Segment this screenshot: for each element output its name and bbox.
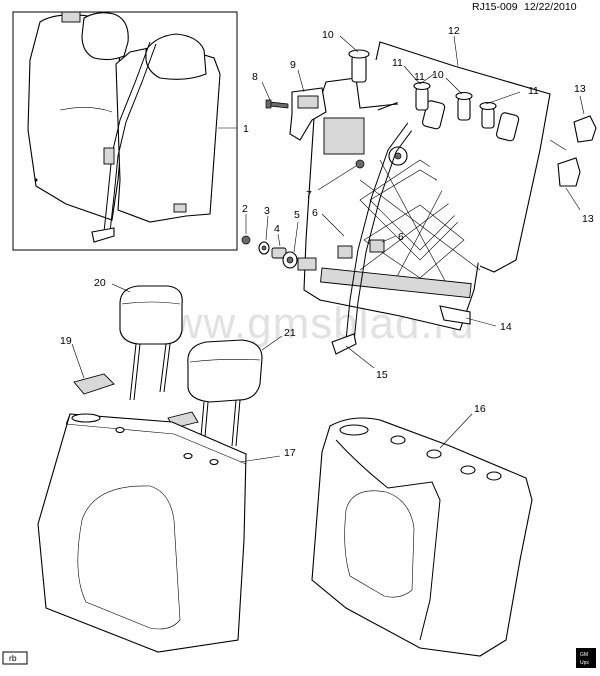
callout-4: 4 <box>274 223 280 235</box>
headrest-guide-11b <box>481 107 495 129</box>
belt-guide-right <box>369 239 385 253</box>
callout-11b: 11 <box>528 85 539 97</box>
headrest-guide-10b <box>457 97 471 121</box>
headrest-guide-10a <box>351 55 367 83</box>
callout-13b: 13 <box>582 213 594 225</box>
corner-tag: rb <box>9 653 17 663</box>
callout-15: 15 <box>376 369 388 381</box>
headrests: 20 21 <box>94 277 296 449</box>
inset-frame <box>12 11 238 251</box>
diagram-date: 12/22/2010 <box>524 1 577 13</box>
callout-10b: 10 <box>432 69 444 81</box>
bolt-8 <box>269 101 289 109</box>
callout-16: 16 <box>474 403 486 415</box>
headrest-20 <box>119 285 183 345</box>
callout-6b: 6 <box>398 231 404 243</box>
seat-belt-anchor <box>331 333 357 355</box>
inset-seat-belt <box>103 41 151 233</box>
callout-17: 17 <box>284 447 296 459</box>
svg-text:GM: GM <box>580 652 588 658</box>
bolt-2 <box>241 235 251 245</box>
callout-9: 9 <box>290 59 296 71</box>
callout-7: 7 <box>306 189 312 201</box>
callout-13a: 13 <box>574 83 586 95</box>
headrest-21 <box>187 339 263 403</box>
trim-clips: 13 13 <box>549 83 597 225</box>
frame-bolt <box>355 159 365 169</box>
gm-upx-logo-icon: GM Upx <box>576 648 596 668</box>
callout-6a: 6 <box>312 207 318 219</box>
callout-11c: 11 <box>414 71 425 83</box>
callout-8: 8 <box>252 71 258 83</box>
callout-10a: 10 <box>322 29 334 41</box>
headrest-guides: 10 11 10 11 11 <box>322 29 539 129</box>
svg-text:Upx: Upx <box>580 660 589 666</box>
seat-back-assembly-inset: 1 <box>12 11 249 251</box>
callout-21: 21 <box>284 327 296 339</box>
inset-headrest-left <box>81 12 129 61</box>
callout-20: 20 <box>94 277 106 289</box>
seat-back-pad: 16 <box>311 403 533 657</box>
trim-clip-lower <box>557 157 581 187</box>
callout-2: 2 <box>242 203 248 215</box>
seat-back-cover: 17 <box>37 413 296 653</box>
callout-3: 3 <box>264 205 270 217</box>
callout-14: 14 <box>500 321 512 333</box>
callout-12: 12 <box>448 25 460 37</box>
seat-belt <box>345 119 411 341</box>
callout-19: 19 <box>60 335 72 347</box>
frame-bracket <box>439 305 471 325</box>
callout-11a: 11 <box>392 57 403 69</box>
small-hardware: 8 9 2 3 4 5 <box>241 59 327 271</box>
belt-guide-left <box>337 245 353 259</box>
trim-clip-upper <box>573 115 597 143</box>
guide-trim-19 <box>73 373 115 395</box>
inset-belt-anchor <box>91 227 115 243</box>
corner-tag-box <box>2 651 28 665</box>
back-pad-16 <box>311 417 533 657</box>
inset-belt-guide <box>103 147 115 165</box>
frame-hinge-left <box>323 117 365 155</box>
headrest-guide-11a <box>415 87 429 111</box>
inset-headrest-right <box>145 33 207 80</box>
back-panel-slot-right <box>496 112 520 142</box>
frame-lower-bar <box>320 267 472 299</box>
inset-latch <box>61 11 81 23</box>
diagram-id: RJ15-009 <box>472 1 518 13</box>
back-cover-17 <box>37 413 247 653</box>
callout-1: 1 <box>243 123 249 135</box>
callout-5: 5 <box>294 209 300 221</box>
